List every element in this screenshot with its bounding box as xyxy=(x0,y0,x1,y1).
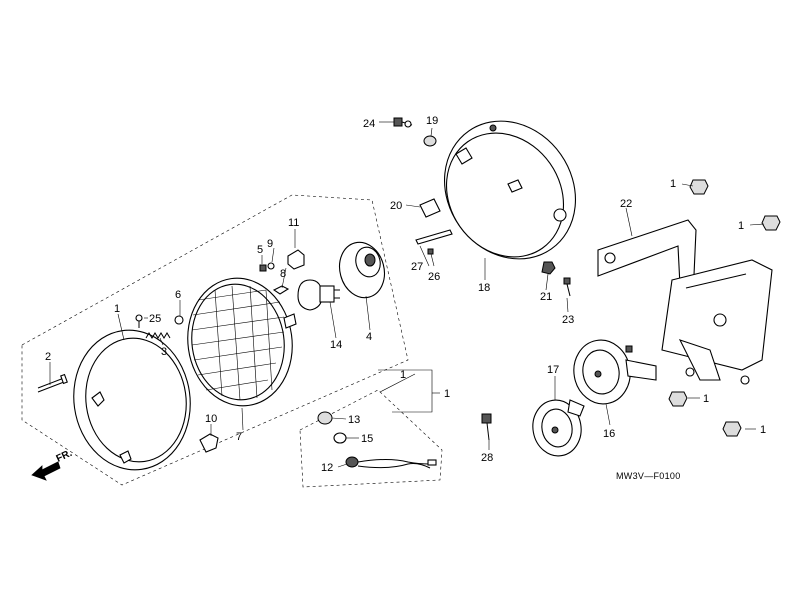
callout-19: 16 xyxy=(603,428,615,440)
callout-16: 13 xyxy=(348,414,360,426)
callout-3: 1 xyxy=(400,369,406,381)
callout-labels: 24 19 20 27 26 18 21 23 22 1 1 1 1 17 16… xyxy=(45,115,766,474)
callout-21: 18 xyxy=(478,282,490,294)
callout-9: 6 xyxy=(175,289,181,301)
callout-2: 1 xyxy=(444,388,450,400)
leader-lines xyxy=(49,121,765,468)
bolt-part-31 xyxy=(481,413,492,441)
callout-1-right: 1 xyxy=(738,220,744,232)
clip-part-11 xyxy=(272,285,290,295)
screw-part-8 xyxy=(259,264,267,272)
nut-part-1-a xyxy=(689,179,709,195)
screw-part-29 xyxy=(427,248,434,255)
callout-11: 8 xyxy=(280,268,286,280)
callout-14: 11 xyxy=(288,217,299,229)
callout-27: 24 xyxy=(363,118,375,130)
callout-28: 25 xyxy=(149,313,161,325)
bulb-socket-assembly-boundary xyxy=(299,389,443,488)
callout-6: 3 xyxy=(161,346,167,358)
dust-cover xyxy=(338,241,386,299)
bolt-part-27 xyxy=(393,117,413,128)
callout-1-bottom: 1 xyxy=(760,424,766,436)
callout-7: 4 xyxy=(366,331,372,343)
bulb-part-18 xyxy=(333,432,347,444)
collar-part-22 xyxy=(423,135,437,147)
callout-22: 19 xyxy=(426,115,438,127)
nut-part-12 xyxy=(267,262,275,270)
diagram-code: MW3V—F0100 xyxy=(616,471,681,481)
callout-24: 21 xyxy=(540,291,552,303)
callout-23: 20 xyxy=(390,200,402,212)
nut-part-1-d xyxy=(722,421,742,437)
callout-17: 14 xyxy=(330,339,342,351)
callout-30: 27 xyxy=(411,261,423,273)
bracket-part-13 xyxy=(199,433,219,453)
callout-1-top: 1 xyxy=(670,178,676,190)
screw-part-5 xyxy=(37,373,68,393)
callout-4: 1 xyxy=(114,303,120,315)
horn-low xyxy=(532,399,585,457)
nut-part-24 xyxy=(541,261,556,275)
adjusting-spring xyxy=(145,332,171,339)
callout-1-mid: 1 xyxy=(703,393,709,405)
headlight-unit xyxy=(187,277,297,407)
bolt-part-26 xyxy=(563,277,571,297)
nut-part-9 xyxy=(174,315,184,325)
headlight-case xyxy=(443,120,577,260)
callout-18: 15 xyxy=(361,433,373,445)
nut-part-1-b xyxy=(761,215,781,231)
headlight-stay xyxy=(597,219,773,385)
callout-25: 22 xyxy=(620,198,632,210)
headlight-assembly-boundary xyxy=(21,194,409,486)
callout-15: 12 xyxy=(321,462,333,474)
grommet-part-23 xyxy=(419,198,441,218)
front-label: FR. xyxy=(55,448,74,465)
callout-5: 2 xyxy=(45,351,51,363)
front-direction-indicator: FR. xyxy=(31,448,74,481)
callout-10: 7 xyxy=(236,431,242,443)
callout-29: 26 xyxy=(428,271,440,283)
callout-12: 9 xyxy=(267,238,273,250)
clip-part-30 xyxy=(415,229,453,245)
callout-26: 23 xyxy=(562,314,574,326)
socket-part-16 xyxy=(317,411,333,425)
nut-part-1-c xyxy=(668,391,688,407)
horn-high xyxy=(573,339,657,405)
callout-8: 5 xyxy=(257,244,263,256)
adjusting-screw xyxy=(135,314,143,328)
socket-part-15 xyxy=(345,456,437,469)
front-arrow-icon xyxy=(31,461,61,481)
callout-31: 28 xyxy=(481,452,493,464)
headlight-bulb xyxy=(297,279,340,311)
clip-part-14 xyxy=(287,249,305,270)
callout-13: 10 xyxy=(205,413,217,425)
headlight-rim xyxy=(73,329,191,471)
callout-20: 17 xyxy=(547,364,559,376)
